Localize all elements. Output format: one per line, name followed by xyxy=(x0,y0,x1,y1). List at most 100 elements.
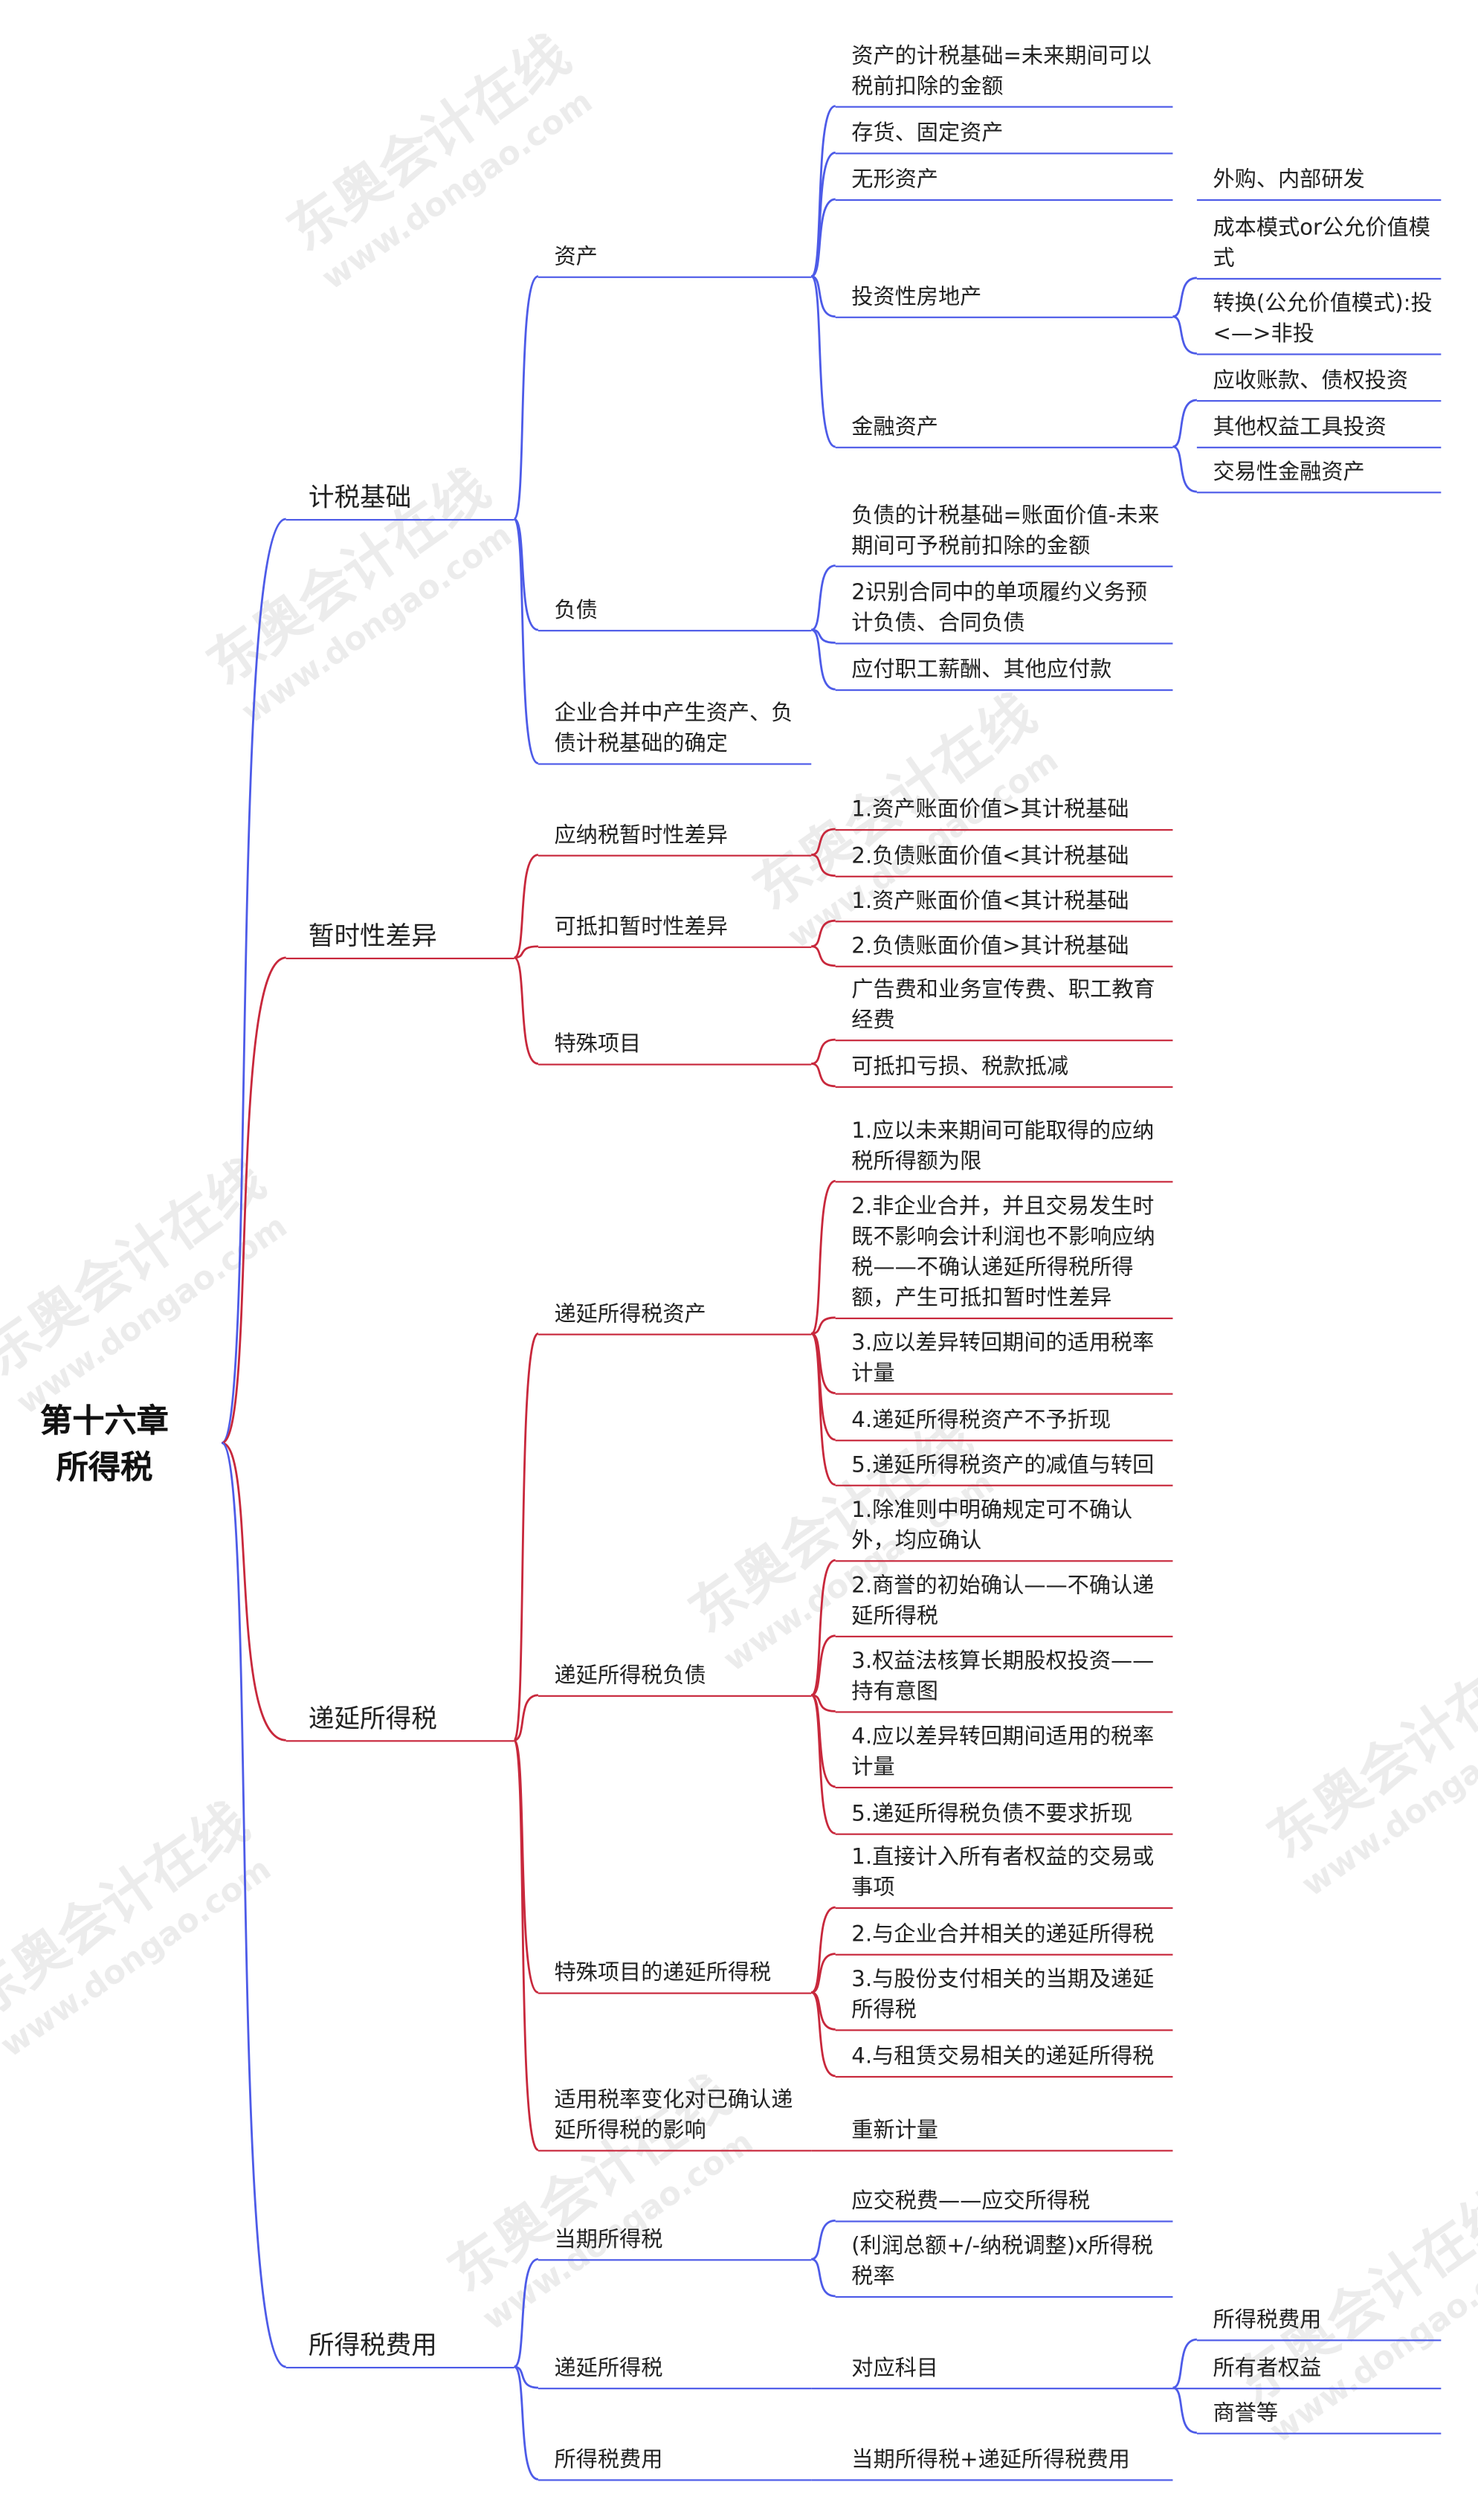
topic-node[interactable]: 存货、固定资产 xyxy=(835,120,1173,155)
subtopic-special-deferred-tax[interactable]: 特殊项目的递延所得税 xyxy=(538,1960,812,1994)
topic-node[interactable]: 其他权益工具投资 xyxy=(1196,415,1442,448)
topic-node[interactable]: 商誉等 xyxy=(1196,2400,1442,2434)
topic-node[interactable]: 3.与股份支付相关的当期及递延所得税 xyxy=(835,1967,1173,2031)
topic-node[interactable]: 1.应以未来期间可能取得的应纳税所得额为限 xyxy=(835,1118,1173,1183)
topic-label: 2.与企业合并相关的递延所得税 xyxy=(851,1921,1155,1948)
topic-label: 1.应以未来期间可能取得的应纳税所得额为限 xyxy=(851,1118,1155,1175)
topic-node[interactable]: 4.递延所得税资产不予折现 xyxy=(835,1408,1173,1442)
topic-node[interactable]: 成本模式or公允价值模式 xyxy=(1196,216,1442,280)
topic-node[interactable]: 5.递延所得税资产的减值与转回 xyxy=(835,1452,1173,1486)
topic-node[interactable]: 交易性金融资产 xyxy=(1196,460,1442,494)
topic-node[interactable]: 转换(公允价值模式):投<—>非投 xyxy=(1196,291,1442,355)
topic-label: 递延所得税 xyxy=(554,2355,663,2382)
topic-label: 外购、内部研发 xyxy=(1213,167,1365,193)
connector-line xyxy=(810,2219,836,2260)
subtopic-liabilities[interactable]: 负债 xyxy=(538,598,812,632)
subtopic-deferred-tax[interactable]: 递延所得税 xyxy=(538,2356,812,2390)
topic-node[interactable]: (利润总额+/-纳税调整)x所得税税率 xyxy=(835,2234,1173,2298)
subtopic-tax-rate-change[interactable]: 适用税率变化对已确认递延所得税的影响 xyxy=(538,2087,812,2152)
topic-tax-basis[interactable]: 计税基础 xyxy=(285,482,514,521)
topic-node[interactable]: 2.与企业合并相关的递延所得税 xyxy=(835,1921,1173,1956)
topic-node[interactable]: 应收账款、债权投资 xyxy=(1196,368,1442,402)
topic-label: 1.资产账面价值<其计税基础 xyxy=(851,888,1129,915)
topic-node[interactable]: 2.负债账面价值>其计税基础 xyxy=(835,933,1173,967)
topic-label: 应付职工薪酬、其他应付款 xyxy=(851,657,1112,683)
topic-node[interactable]: 外购、内部研发 xyxy=(1196,167,1442,202)
topic-node[interactable]: 负债的计税基础=账面价值-未来期间可予税前扣除的金额 xyxy=(835,503,1173,567)
subtopic-special-items[interactable]: 特殊项目 xyxy=(538,1031,812,1066)
topic-node[interactable]: 1.除准则中明确规定可不确认外，均应确认 xyxy=(835,1498,1173,1562)
topic-label: 1.除准则中明确规定可不确认外，均应确认 xyxy=(851,1497,1133,1554)
topic-node[interactable]: 2识别合同中的单项履约义务预计负债、合同负债 xyxy=(835,580,1173,645)
topic-label: 当期所得税 xyxy=(554,2227,663,2253)
connector-line xyxy=(810,1694,836,1834)
connector-line xyxy=(513,2365,539,2481)
connector-line xyxy=(810,105,836,278)
topic-label: 特殊项目的递延所得税 xyxy=(554,1960,772,1986)
root-title-line1: 第十六章 xyxy=(40,1401,169,1440)
topic-label: 转换(公允价值模式):投<—>非投 xyxy=(1213,291,1433,347)
topic-node[interactable]: 当期所得税+递延所得税费用 xyxy=(811,2447,1173,2481)
topic-node[interactable]: 无形资产 xyxy=(835,167,1173,202)
connector-line xyxy=(810,1953,836,1994)
topic-label: 2.非企业合并，并且交易发生时既不影响会计利润也不影响应纳税——不确认递延所得税… xyxy=(851,1193,1155,1312)
connector-line xyxy=(810,1634,836,1697)
topic-node[interactable]: 应交税费——应交所得税 xyxy=(835,2188,1173,2223)
subtopic-taxable-difference[interactable]: 应纳税暂时性差异 xyxy=(538,822,812,857)
topic-node[interactable]: 资产的计税基础=未来期间可以税前扣除的金额 xyxy=(835,43,1173,108)
topic-label: 递延所得税 xyxy=(308,1703,437,1734)
topic-deferred-tax[interactable]: 递延所得税 xyxy=(285,1704,514,1742)
topic-label: 4.应以差异转回期间适用的税率计量 xyxy=(851,1724,1155,1781)
subtopic-deferred-tax-assets[interactable]: 递延所得税资产 xyxy=(538,1301,812,1335)
topic-node[interactable]: 4.应以差异转回期间适用的税率计量 xyxy=(835,1724,1173,1789)
topic-label: 2.负债账面价值<其计税基础 xyxy=(851,843,1129,870)
topic-label: 资产 xyxy=(554,244,598,271)
topic-node[interactable]: 1.资产账面价值>其计税基础 xyxy=(835,797,1173,831)
topic-node[interactable]: 所有者权益 xyxy=(1172,2356,1442,2390)
topic-node[interactable]: 5.递延所得税负债不要求折现 xyxy=(835,1801,1173,1835)
topic-income-tax-expense[interactable]: 所得税费用 xyxy=(285,2330,514,2369)
connector-line xyxy=(810,564,836,631)
connector-line xyxy=(811,919,836,948)
topic-node[interactable]: 应付职工薪酬、其他应付款 xyxy=(835,657,1173,692)
topic-node[interactable]: 2.负债账面价值<其计税基础 xyxy=(835,843,1173,877)
topic-node[interactable]: 金融资产 xyxy=(835,415,1173,448)
topic-node[interactable]: 3.应以差异转回期间的适用税率计量 xyxy=(835,1330,1173,1395)
topic-node[interactable]: 3.权益法核算长期股权投资——持有意图 xyxy=(835,1649,1173,1713)
subtopic-business-combination[interactable]: 企业合并中产生资产、负债计税基础的确定 xyxy=(538,700,812,765)
topic-label: 3.应以差异转回期间的适用税率计量 xyxy=(851,1330,1155,1387)
connector-line xyxy=(1172,2338,1198,2389)
topic-node[interactable]: 对应科目 xyxy=(811,2356,1173,2390)
topic-node[interactable]: 广告费和业务宣传费、职工教育经费 xyxy=(835,977,1173,1042)
subtopic-assets[interactable]: 资产 xyxy=(538,244,812,278)
topic-label: 对应科目 xyxy=(851,2355,938,2382)
topic-node[interactable]: 1.资产账面价值<其计税基础 xyxy=(835,889,1173,923)
topic-node[interactable]: 2.商誉的初始确认——不确认递延所得税 xyxy=(835,1573,1173,1637)
topic-label: 所有者权益 xyxy=(1213,2355,1322,2382)
topic-node[interactable]: 1.直接计入所有者权益的交易或事项 xyxy=(835,1845,1173,1910)
connector-line xyxy=(513,275,539,521)
root-topic[interactable]: 第十六章 所得税 xyxy=(16,1398,193,1491)
connector-line xyxy=(513,1738,540,2151)
subtopic-deductible-difference[interactable]: 可抵扣暂时性差异 xyxy=(538,915,812,948)
topic-node[interactable]: 可抵扣亏损、税款抵减 xyxy=(835,1054,1173,1088)
subtopic-income-tax-expense[interactable]: 所得税费用 xyxy=(538,2447,812,2481)
topic-label: 应交税费——应交所得税 xyxy=(851,2188,1091,2214)
subtopic-deferred-tax-liabilities[interactable]: 递延所得税负债 xyxy=(538,1663,812,1697)
topic-node[interactable]: 2.非企业合并，并且交易发生时既不影响会计利润也不影响应纳税——不确认递延所得税… xyxy=(835,1194,1173,1320)
topic-node[interactable]: 所得税费用 xyxy=(1196,2307,1442,2342)
connector-line xyxy=(514,2365,538,2389)
subtopic-current-tax[interactable]: 当期所得税 xyxy=(538,2227,812,2261)
connector-line xyxy=(513,518,539,764)
topic-label: 1.资产账面价值>其计税基础 xyxy=(851,796,1129,823)
topic-temporary-differences[interactable]: 暂时性差异 xyxy=(285,921,514,960)
topic-label: 所得税费用 xyxy=(1213,2307,1322,2333)
topic-node[interactable]: 投资性房地产 xyxy=(835,284,1173,318)
topic-label: 递延所得税负债 xyxy=(554,1663,706,1689)
connector-line xyxy=(810,1179,836,1335)
topic-node[interactable]: 重新计量 xyxy=(811,2118,1173,2152)
connector-line xyxy=(810,1332,836,1441)
topic-label: 递延所得税资产 xyxy=(554,1301,706,1327)
topic-node[interactable]: 4.与租赁交易相关的递延所得税 xyxy=(835,2044,1173,2078)
